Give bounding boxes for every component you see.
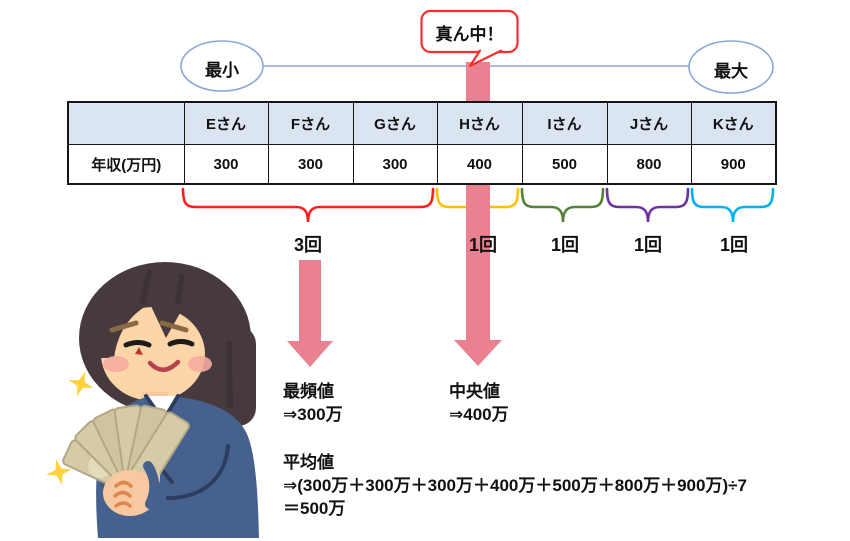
mouth [147,359,181,372]
count-label-efg: 3回 [293,235,322,255]
income-value-cell: 900 [690,144,777,185]
min-oval [180,40,264,92]
nose [135,347,143,355]
woman-illustration [46,262,259,538]
median-label: 中央値 [449,382,500,401]
brace-k [690,187,775,223]
income-value-cell: 300 [183,144,269,185]
mean-label: 平均値 [283,453,334,472]
person-header-cell: Jさん [606,101,692,145]
mode-label: 最頻値 [283,382,334,401]
person-header-cell: Eさん [183,101,269,145]
brace-j [605,187,690,223]
median-result: 中央値 ⇒400万 [449,380,509,426]
brace-efg [181,187,435,223]
mode-arrow [287,260,333,367]
left-eyebrow [109,320,139,333]
min-label: 最小 [205,61,239,80]
speech-bubble-tail [468,49,503,68]
person-header-cell: Fさん [267,101,354,145]
income-value-cell: 400 [436,144,523,185]
income-value-cell: 300 [352,144,438,185]
income-value-cell: 800 [606,144,692,185]
cuff [143,461,160,509]
mode-value: ⇒300万 [283,405,343,424]
person-header-cell: Kさん [690,101,777,145]
left-blush [103,356,129,372]
mean-value: ＝500万 [283,499,346,518]
count-label-j: 1回 [633,235,662,255]
income-value-cell: 300 [267,144,354,185]
count-label-k: 1回 [719,235,748,255]
right-eyebrow [159,320,189,333]
person-header-cell: Gさん [352,101,438,145]
left-eye [123,340,152,348]
sparkle-icons [46,371,94,485]
person-header-cell: Hさん [436,101,523,145]
median-value: ⇒400万 [449,405,509,424]
count-label-h: 1回 [468,235,497,255]
max-oval [688,40,774,94]
row-label-cell: 年収(万円) [67,144,185,185]
count-label-i: 1回 [550,235,579,255]
max-label: 最大 [714,62,748,81]
right-eye [167,339,195,347]
speech-bubble [420,9,519,54]
mean-result: 平均値 ⇒(300万＋300万＋300万＋400万＋500万＋800万＋900万… [283,451,747,520]
mean-formula: ⇒(300万＋300万＋300万＋400万＋500万＋800万＋900万)÷7 [283,476,747,495]
hair-strands [139,269,233,409]
right-blush [188,356,212,372]
mode-result: 最頻値 ⇒300万 [283,380,343,426]
income-value-cell: 500 [521,144,608,185]
person-header-cell: Iさん [521,101,608,145]
speech-bubble-label: 真ん中！ [435,25,504,44]
corner-cell [67,101,185,145]
brace-i [520,187,605,223]
